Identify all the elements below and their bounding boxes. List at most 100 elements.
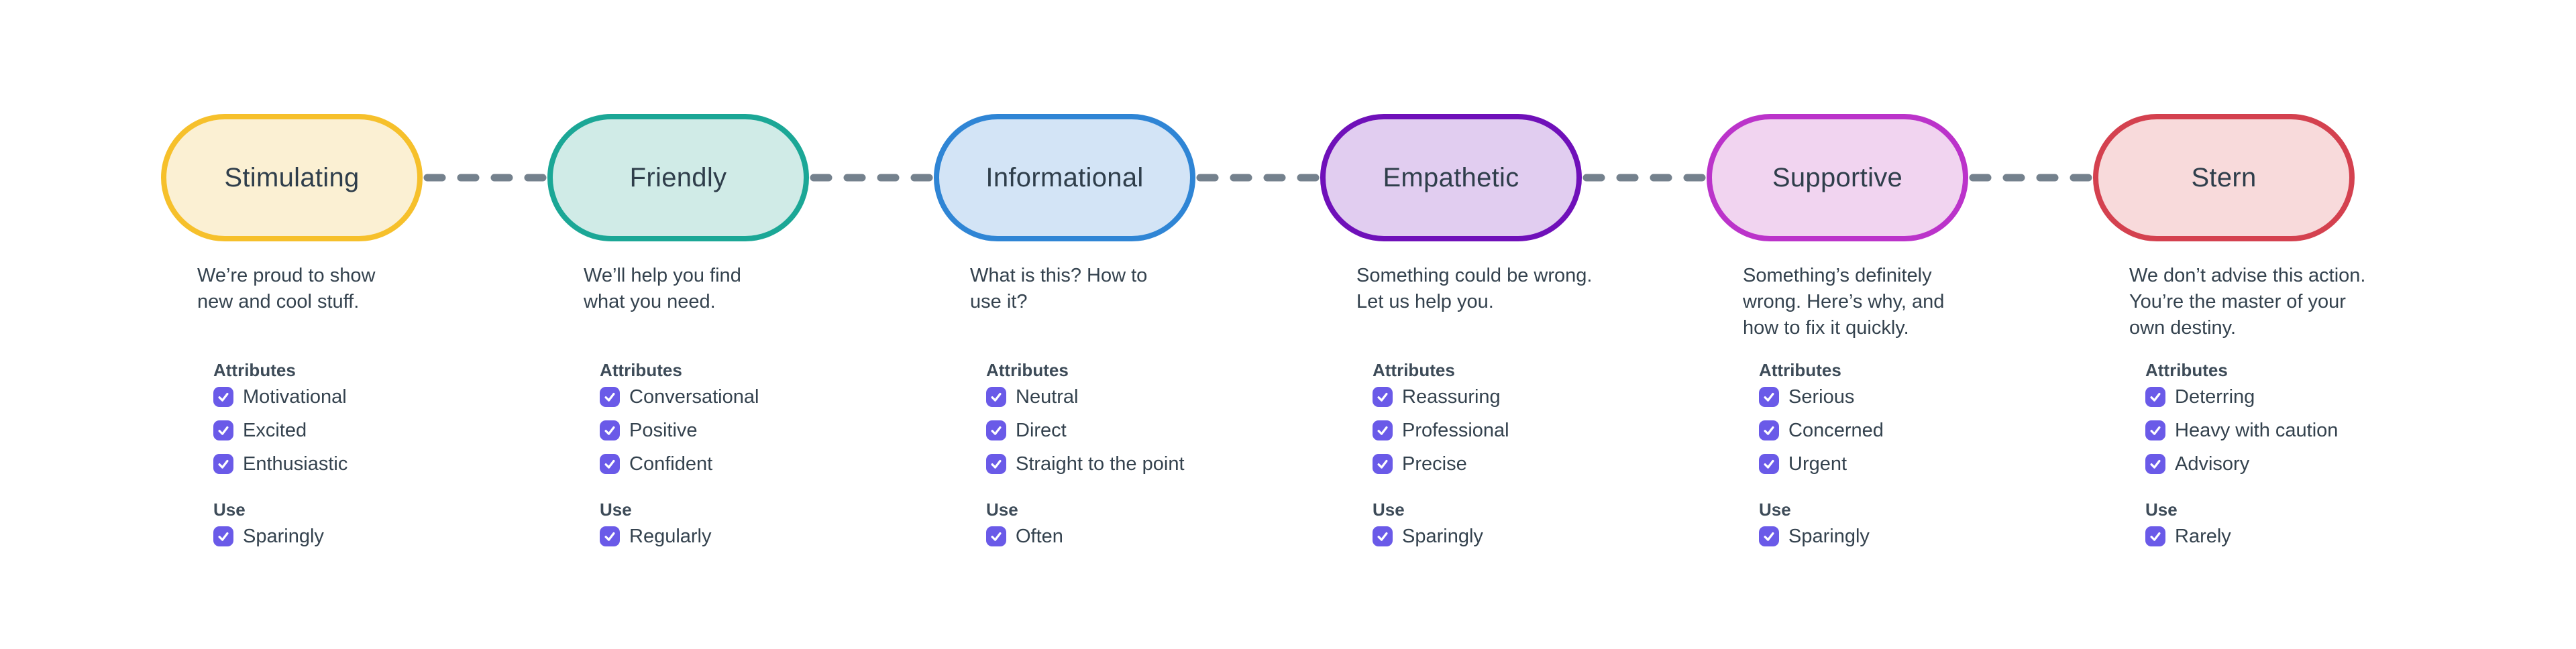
use-section: Use Regularly [600, 499, 712, 547]
attribute-checkbox-row[interactable]: Positive [600, 419, 759, 441]
tone-column: Empathetic Something could be wrong. Let… [1320, 114, 1707, 570]
attribute-label: Confident [629, 453, 713, 475]
checked-checkbox-icon[interactable] [986, 387, 1006, 407]
tone-node: Stern [2093, 114, 2355, 241]
attribute-checkbox-row[interactable]: Concerned [1759, 419, 1884, 441]
checked-checkbox-icon[interactable] [2145, 454, 2165, 474]
checked-checkbox-icon[interactable] [2145, 526, 2165, 546]
checked-checkbox-icon[interactable] [986, 420, 1006, 440]
checked-checkbox-icon[interactable] [213, 420, 233, 440]
attribute-checkbox-row[interactable]: Deterring [2145, 386, 2338, 408]
attribute-label: Advisory [2175, 453, 2250, 475]
checked-checkbox-icon[interactable] [2145, 387, 2165, 407]
attribute-checkbox-row[interactable]: Urgent [1759, 453, 1884, 475]
tone-node-wrap: Stern [2093, 114, 2479, 241]
use-checkbox-row[interactable]: Rarely [2145, 526, 2231, 547]
checked-checkbox-icon[interactable] [213, 387, 233, 407]
checked-checkbox-icon[interactable] [213, 454, 233, 474]
tone-node: Empathetic [1320, 114, 1582, 241]
attribute-checkbox-row[interactable]: Excited [213, 419, 347, 441]
attribute-label: Motivational [243, 386, 347, 408]
checked-checkbox-icon[interactable] [1759, 420, 1779, 440]
use-section: Use Rarely [2145, 499, 2231, 547]
attribute-checkbox-row[interactable]: Heavy with caution [2145, 420, 2338, 441]
attributes-section: Attributes Neutral Direct Straight to th… [986, 359, 1185, 475]
checked-checkbox-icon[interactable] [600, 526, 620, 546]
checked-checkbox-icon[interactable] [600, 420, 620, 440]
checked-checkbox-icon[interactable] [1759, 387, 1779, 407]
tone-column: Stimulating We’re proud to show new and … [161, 114, 547, 570]
attribute-label: Enthusiastic [243, 453, 348, 475]
attribute-label: Deterring [2175, 386, 2255, 408]
attribute-checkbox-row[interactable]: Serious [1759, 386, 1884, 408]
attribute-checkbox-row[interactable]: Professional [1373, 419, 1509, 441]
attribute-label: Professional [1402, 419, 1509, 441]
tone-description: We’re proud to show new and cool stuff. [197, 265, 376, 312]
tone-node: Informational [934, 114, 1195, 241]
attribute-checkbox-row[interactable]: Conversational [600, 386, 759, 408]
use-section: Use Sparingly [213, 499, 324, 547]
use-checkbox-row[interactable]: Regularly [600, 525, 712, 547]
checked-checkbox-icon[interactable] [1373, 387, 1393, 407]
attributes-heading: Attributes [1373, 360, 1455, 380]
dashed-connector-line [1196, 174, 1320, 182]
checked-checkbox-icon[interactable] [1373, 526, 1393, 546]
tone-description: Something could be wrong. Let us help yo… [1356, 265, 1593, 312]
attribute-checkbox-row[interactable]: Reassuring [1373, 386, 1509, 408]
use-checkbox-row[interactable]: Sparingly [213, 525, 324, 547]
attribute-label: Concerned [1788, 419, 1884, 441]
checked-checkbox-icon[interactable] [986, 454, 1006, 474]
dashed-connector-line [423, 174, 547, 182]
tone-node-label: Friendly [629, 162, 727, 192]
checked-checkbox-icon[interactable] [1759, 454, 1779, 474]
checked-checkbox-icon[interactable] [1759, 526, 1779, 546]
use-checkbox-row[interactable]: Often [986, 526, 1063, 547]
use-checkbox-row[interactable]: Sparingly [1373, 525, 1483, 547]
attribute-label: Precise [1402, 453, 1467, 475]
attribute-checkbox-row[interactable]: Advisory [2145, 453, 2338, 475]
use-checkbox-row[interactable]: Sparingly [1759, 526, 1870, 547]
dashed-connector-line [1582, 174, 1706, 182]
use-label: Regularly [629, 525, 712, 547]
attributes-section: Attributes Conversational Positive Confi… [600, 359, 759, 475]
checked-checkbox-icon[interactable] [2145, 420, 2165, 440]
attribute-checkbox-row[interactable]: Motivational [213, 386, 347, 408]
attributes-section: Attributes Reassuring Professional Preci… [1373, 359, 1509, 475]
tone-node-wrap: Stimulating [161, 114, 547, 241]
attribute-checkbox-row[interactable]: Confident [600, 453, 759, 475]
tone-node-label: Stern [2191, 162, 2257, 192]
use-section: Use Sparingly [1373, 499, 1483, 547]
attribute-label: Excited [243, 419, 307, 441]
use-heading: Use [600, 499, 632, 520]
attribute-checkbox-row[interactable]: Direct [986, 420, 1185, 441]
attribute-checkbox-row[interactable]: Precise [1373, 453, 1509, 475]
attribute-checkbox-row[interactable]: Neutral [986, 386, 1185, 408]
tone-description: We’ll help you find what you need. [584, 265, 741, 312]
attributes-section: Attributes Deterring Heavy with caution … [2145, 359, 2338, 475]
use-section: Use Sparingly [1759, 499, 1870, 547]
checked-checkbox-icon[interactable] [986, 526, 1006, 546]
checked-checkbox-icon[interactable] [1373, 420, 1393, 440]
use-label: Sparingly [1402, 525, 1483, 547]
attribute-checkbox-row[interactable]: Enthusiastic [213, 453, 348, 475]
tone-column: Friendly We’ll help you find what you ne… [547, 114, 934, 570]
attributes-heading: Attributes [1759, 360, 1841, 380]
tone-columns: Stimulating We’re proud to show new and … [161, 114, 2479, 570]
checked-checkbox-icon[interactable] [600, 454, 620, 474]
checked-checkbox-icon[interactable] [600, 387, 620, 407]
attribute-checkbox-row[interactable]: Straight to the point [986, 453, 1185, 475]
tone-column: Supportive Something’s definitely wrong.… [1707, 114, 2093, 570]
attribute-label: Urgent [1788, 453, 1847, 475]
attributes-heading: Attributes [600, 360, 682, 380]
checked-checkbox-icon[interactable] [213, 526, 233, 546]
attributes-section: Attributes Motivational Excited Enthusia… [213, 359, 348, 475]
attribute-label: Positive [629, 419, 698, 441]
tone-node-wrap: Friendly [547, 114, 934, 241]
checked-checkbox-icon[interactable] [1373, 454, 1393, 474]
tone-node-label: Stimulating [224, 162, 360, 192]
tone-node-wrap: Informational [934, 114, 1320, 241]
attributes-heading: Attributes [2145, 360, 2228, 380]
use-label: Sparingly [243, 525, 324, 547]
dashed-connector-line [810, 174, 933, 182]
